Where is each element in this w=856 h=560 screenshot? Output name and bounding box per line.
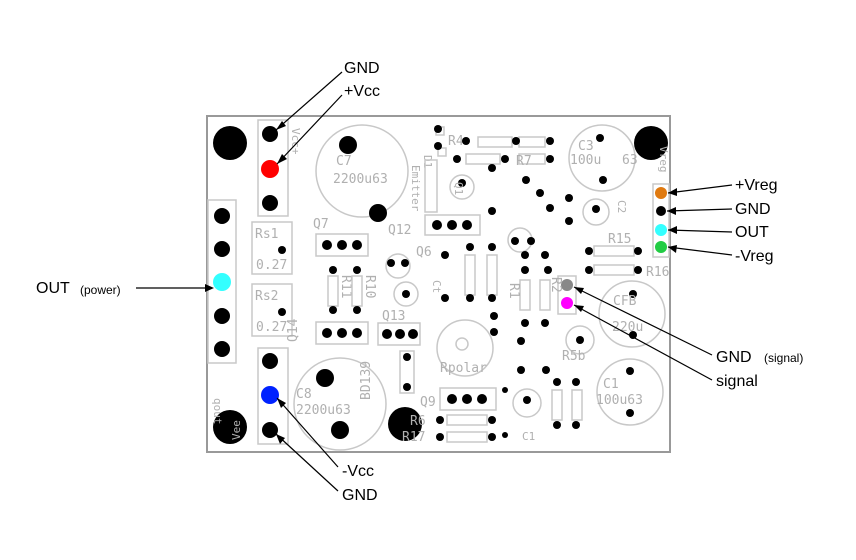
svg-text:R2: R2 (548, 277, 563, 293)
svg-text:0.27: 0.27 (256, 258, 287, 273)
vcc-neg-pad (261, 386, 279, 404)
annotation-top-gnd: GND (275, 60, 380, 131)
svg-text:R7: R7 (516, 154, 532, 169)
svg-text:Q12: Q12 (388, 223, 411, 238)
svg-text:R6: R6 (410, 414, 426, 429)
svg-text:GND: GND (735, 201, 771, 218)
svg-text:Q6: Q6 (416, 245, 432, 260)
svg-text:100u63: 100u63 (596, 393, 643, 408)
cap-c3: C3 100u 63 (568, 124, 638, 192)
svg-text:Ct: Ct (430, 280, 443, 293)
svg-text:-Vcc: -Vcc (342, 463, 374, 480)
svg-text:Rpolar: Rpolar (440, 361, 487, 376)
svg-text:R11: R11 (338, 275, 353, 298)
svg-text:R4: R4 (448, 134, 464, 149)
vreg-out-pad (655, 224, 667, 236)
svg-text:CFB: CFB (613, 294, 637, 309)
vreg-neg-pad (655, 241, 667, 253)
svg-text:Emitter: Emitter (409, 165, 422, 212)
svg-text:GND: GND (344, 60, 380, 77)
out-power-pad (213, 273, 231, 291)
svg-text:(signal): (signal) (764, 351, 803, 365)
vee-connector: Vee (230, 347, 289, 445)
svg-text:GND: GND (342, 487, 378, 504)
svg-text:R1: R1 (506, 283, 521, 299)
resistor-rs1: Rs1 0.27 (251, 221, 293, 275)
svg-text:0.27: 0.27 (256, 320, 287, 335)
mounting-hole-top-right (634, 126, 668, 160)
annotation-vreg-gnd: GND (666, 201, 771, 218)
annotation-gnd-signal: GND (signal) (573, 286, 803, 366)
svg-text:+Vreg: +Vreg (735, 177, 778, 194)
svg-text:R17: R17 (402, 430, 425, 445)
q7-outline (315, 233, 369, 257)
svg-text:-Vreg: -Vreg (735, 248, 774, 265)
svg-text:+Vcc: +Vcc (344, 83, 380, 100)
mounting-hole-bottom-left (213, 410, 247, 444)
q14-outline (315, 321, 369, 345)
annotation-bottom-vcc: -Vcc (276, 397, 374, 480)
svg-text:Q9: Q9 (420, 395, 436, 410)
svg-text:OUT: OUT (36, 280, 70, 297)
svg-text:Q1: Q1 (452, 182, 465, 195)
signal-input (557, 275, 577, 315)
svg-text:Vee: Vee (230, 420, 243, 440)
annotation-out-power: OUT (power) (36, 280, 214, 297)
annotation-signal: signal (573, 304, 758, 390)
vreg-connector: Vreg (652, 146, 670, 258)
svg-text:63: 63 (622, 153, 638, 168)
svg-text:R5b: R5b (562, 349, 586, 364)
cap-c8: C8 2200u63 (293, 357, 387, 451)
svg-text:Q14: Q14 (286, 318, 301, 342)
q13-outline (377, 322, 421, 346)
svg-text:R16: R16 (646, 265, 669, 280)
svg-text:Rs2: Rs2 (255, 289, 278, 304)
svg-text:OUT: OUT (735, 224, 769, 241)
qout-connector: qout (207, 199, 237, 425)
svg-text:Vreg: Vreg (657, 146, 670, 173)
mounting-hole-top-left (213, 126, 247, 160)
misc-pads (329, 125, 642, 441)
annotation-vreg-pos: +Vreg (667, 177, 778, 196)
svg-text:Q7: Q7 (313, 217, 329, 232)
svg-text:C3: C3 (578, 139, 594, 154)
svg-text:signal: signal (716, 373, 758, 390)
svg-text:220u: 220u (612, 320, 643, 335)
resistor-rs2: Rs2 0.27 (251, 283, 293, 337)
svg-text:qout: qout (211, 398, 224, 425)
svg-text:C1: C1 (603, 377, 619, 392)
gnd-signal-pad (561, 279, 573, 291)
annotation-vreg-neg: -Vreg (667, 245, 774, 265)
svg-text:100u: 100u (570, 153, 601, 168)
svg-text:C1: C1 (522, 430, 535, 443)
svg-text:C8: C8 (296, 387, 312, 402)
svg-text:Vcc+: Vcc+ (289, 128, 302, 155)
svg-text:2200u63: 2200u63 (333, 172, 388, 187)
svg-text:C2: C2 (615, 200, 628, 213)
annotation-vreg-out: OUT (667, 224, 769, 241)
svg-text:C7: C7 (336, 154, 352, 169)
svg-text:R15: R15 (608, 232, 631, 247)
vcc-connector: Vcc+ (257, 119, 302, 217)
cap-c7: C7 2200u63 (315, 124, 409, 222)
cap-c1: C1 100u63 (596, 358, 664, 426)
signal-pad (561, 297, 573, 309)
vcc-pos-pad (261, 160, 279, 178)
svg-text:Q13: Q13 (382, 309, 405, 324)
svg-text:2200u63: 2200u63 (296, 403, 351, 418)
svg-text:Rs1: Rs1 (255, 227, 278, 242)
svg-text:GND: GND (716, 349, 752, 366)
q12-outline (424, 214, 481, 236)
svg-text:(power): (power) (80, 283, 121, 297)
annotation-bottom-gnd: GND (275, 433, 378, 504)
mounting-hole-bottom-mid (388, 407, 422, 441)
annotation-top-vcc: +Vcc (276, 83, 380, 165)
q9-outline (439, 387, 497, 411)
svg-text:R10: R10 (362, 275, 377, 298)
cap-cfb: CFB 220u (598, 280, 666, 348)
svg-text:BD139: BD139 (359, 361, 374, 400)
vreg-pos-pad (655, 187, 667, 199)
